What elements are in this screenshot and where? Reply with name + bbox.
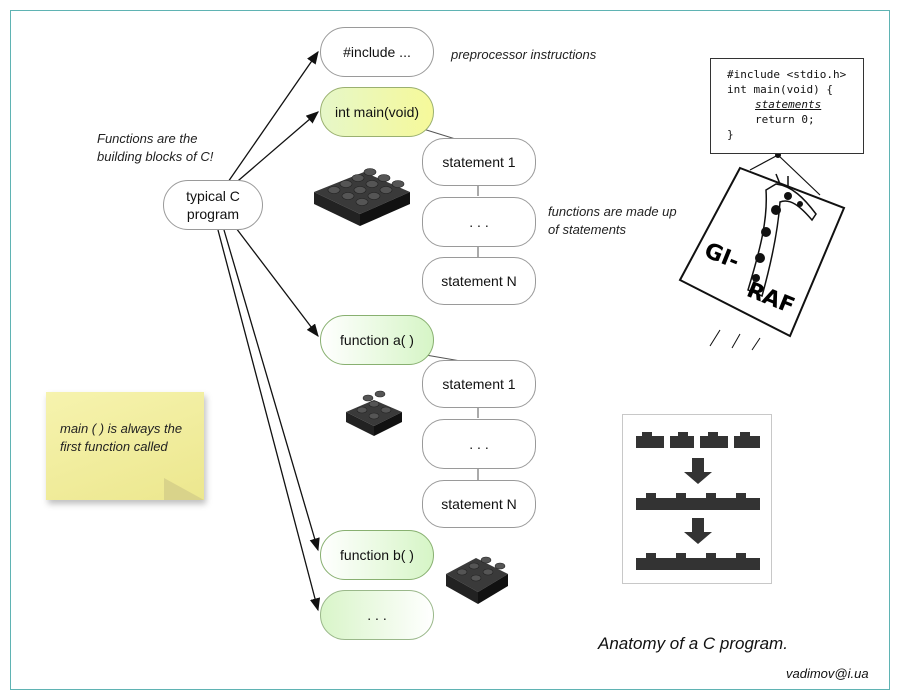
- node-a-dots: . . .: [422, 419, 536, 469]
- code-line-2: int main(void) {: [727, 83, 833, 96]
- node-function-b-label: function b( ): [340, 547, 414, 563]
- node-function-a: function a( ): [320, 315, 434, 365]
- lego-brick-large-icon: [314, 168, 410, 226]
- node-main-dots: . . .: [422, 197, 536, 247]
- node-include: #include ...: [320, 27, 434, 77]
- node-function-a-label: function a( ): [340, 332, 414, 348]
- code-line-1: #include <stdio.h>: [727, 68, 847, 81]
- node-a-dots-label: . . .: [469, 436, 489, 452]
- node-main-statement-n: statement N: [422, 257, 536, 305]
- sticky-note: main ( ) is always the first function ca…: [46, 392, 204, 500]
- brick-animation-box: [622, 414, 772, 584]
- node-a-statement-n-label: statement N: [441, 496, 517, 512]
- node-a-statement-n: statement N: [422, 480, 536, 528]
- root-node-typical-c-program: typical C program: [163, 180, 263, 230]
- node-main-label: int main(void): [334, 104, 420, 120]
- note-preprocessor: preprocessor instructions: [451, 47, 597, 62]
- diagram-caption: Anatomy of a C program.: [598, 634, 788, 653]
- node-more-functions: . . .: [320, 590, 434, 640]
- code-line-3: statements: [727, 97, 863, 112]
- giraffe-sign-illustration: [678, 152, 846, 351]
- brick-stacking-animation: [636, 432, 760, 570]
- arrow-to-more: [217, 229, 321, 612]
- node-function-b: function b( ): [320, 530, 434, 580]
- code-line-4: return 0;: [755, 113, 815, 126]
- root-node-label: typical C program: [186, 188, 240, 222]
- node-main-statement-n-label: statement N: [441, 273, 517, 289]
- node-a-statement-1: statement 1: [422, 360, 536, 408]
- sticky-note-text: main ( ) is always the first function ca…: [60, 421, 183, 454]
- arrow-to-function-b: [223, 229, 320, 552]
- node-more-functions-label: . . .: [367, 607, 387, 623]
- note-building-blocks: Functions are the building blocks of C!: [97, 131, 214, 164]
- lego-brick-small-icon: [346, 390, 402, 436]
- node-main: int main(void): [320, 87, 434, 137]
- node-a-statement-1-label: statement 1: [442, 376, 516, 392]
- sticky-note-fold: [164, 478, 204, 500]
- code-sample: #include <stdio.h> int main(void) { stat…: [710, 58, 864, 154]
- node-include-label: #include ...: [343, 44, 411, 60]
- node-main-statement-1: statement 1: [422, 138, 536, 186]
- arrow-to-include: [227, 50, 319, 183]
- arrow-to-main: [231, 111, 319, 187]
- code-statements-word: statements: [755, 98, 822, 111]
- code-line-5: }: [727, 128, 734, 141]
- lego-brick-medium-icon: [446, 556, 508, 604]
- arrow-to-function-a: [235, 227, 319, 338]
- node-main-statement-1-label: statement 1: [442, 154, 516, 170]
- diagram-frame: [10, 10, 890, 690]
- author-credit: vadimov@i.ua: [786, 666, 869, 681]
- note-made-of-statements: functions are made up of statements: [548, 204, 677, 237]
- node-main-dots-label: . . .: [469, 214, 489, 230]
